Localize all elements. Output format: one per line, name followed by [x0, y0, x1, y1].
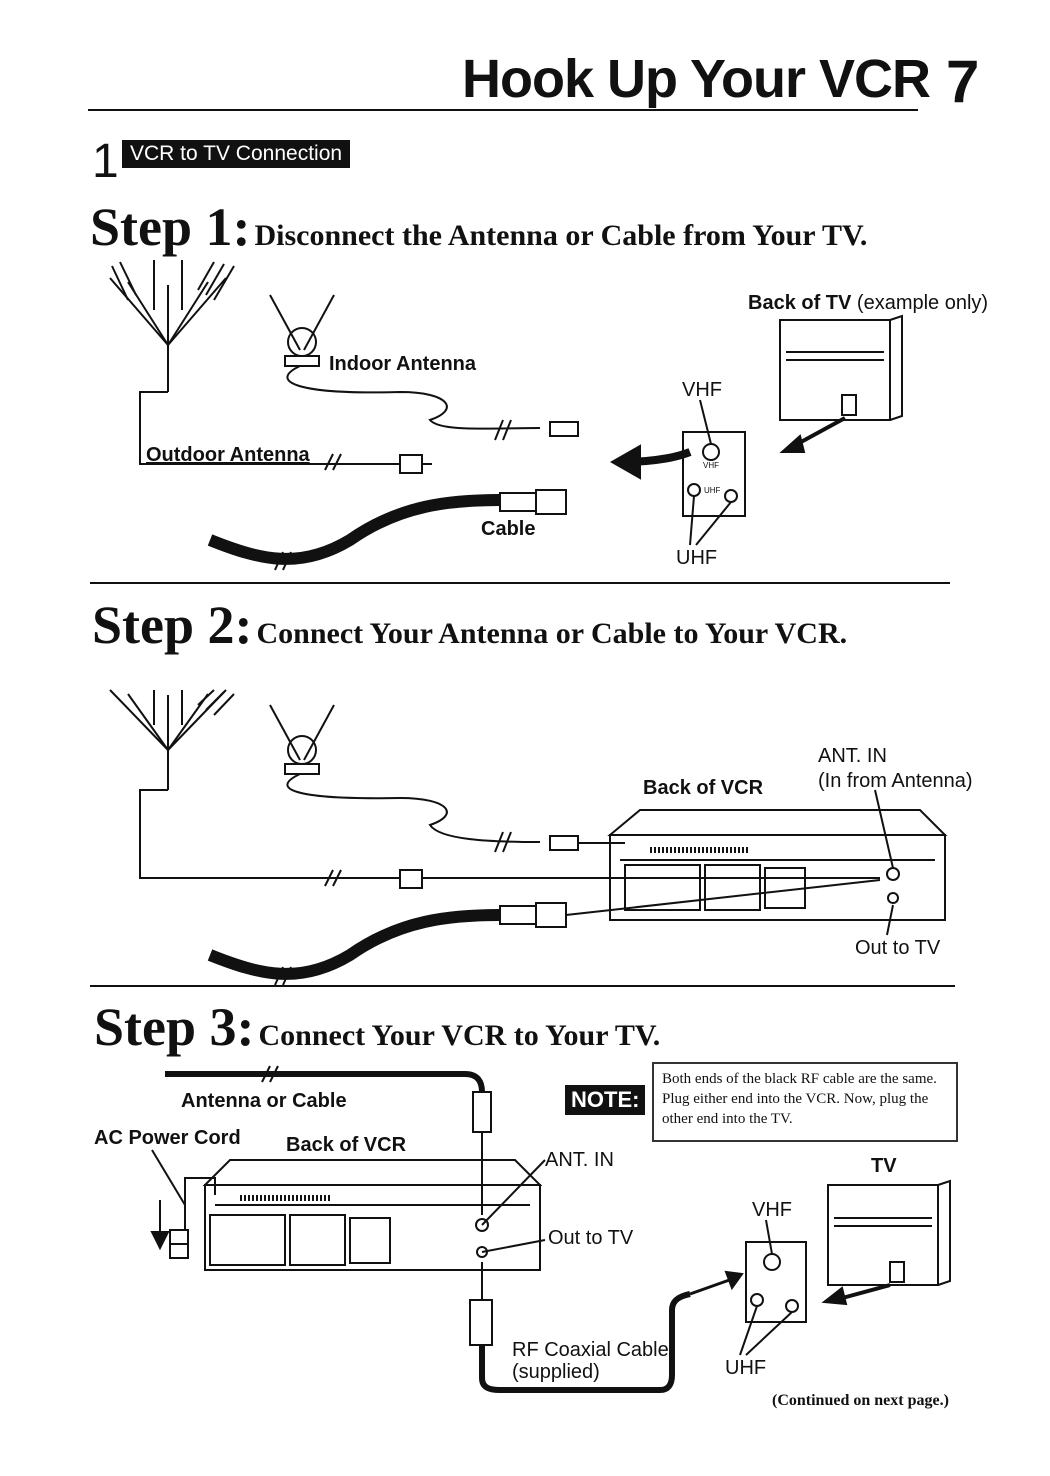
antenna-or-cable-label: Antenna or Cable [181, 1090, 347, 1112]
step1-title: Disconnect the Antenna or Cable from You… [254, 219, 868, 252]
page-number: 7 [946, 48, 980, 115]
step2-indoor-antenna-icon [269, 704, 335, 775]
step3-antenna-lead [165, 1071, 485, 1093]
supplied-label: (supplied) [512, 1361, 600, 1383]
step3-vcr-back-icon [202, 1159, 543, 1271]
step1-outdoor-antenna-icon [109, 260, 235, 392]
step3-out-to-tv-label: Out to TV [548, 1227, 634, 1249]
step2-back-of-vcr-label: Back of VCR [643, 777, 764, 799]
step1-tv-back-icon [779, 314, 903, 421]
page-title: Hook Up Your VCR [462, 49, 931, 109]
step3-back-of-vcr-label: Back of VCR [286, 1134, 407, 1156]
ac-power-cord-label: AC Power Cord [94, 1127, 241, 1149]
step3-rf-cable [479, 1291, 691, 1393]
section-badge: VCR to TV Connection [122, 140, 351, 168]
step1-cable-line [207, 494, 501, 565]
step1-label: Step 1: [90, 197, 251, 257]
step1-outdoor-lead [139, 391, 320, 465]
step3-label: Step 3: [94, 997, 255, 1057]
note-text: Both ends of the black RF cable are the … [652, 1062, 958, 1142]
rf-coaxial-cable-label: RF Coaxial Cable [512, 1339, 669, 1361]
cable-label: Cable [481, 518, 536, 540]
example-only-label: (example only) [856, 292, 989, 314]
step3-terminal-panel [739, 1219, 807, 1356]
step2-ant-in-label: ANT. IN [818, 745, 887, 767]
note-badge: NOTE: [565, 1085, 646, 1115]
step1-indoor-lead [286, 365, 541, 430]
step1-indoor-antenna-icon [269, 294, 335, 367]
step2-outdoor-antenna-icon [109, 689, 235, 790]
tv-label: TV [871, 1155, 897, 1177]
section-number: 1 [92, 135, 119, 188]
continued-note: (Continued on next page.) [772, 1392, 949, 1409]
step1-outdoor-plug [399, 454, 423, 474]
step2-out-to-tv-label: Out to TV [855, 937, 941, 959]
back-of-tv-label: Back of TV [748, 292, 852, 314]
step2-vcr-back-icon [607, 809, 948, 921]
step2-heading: Step 2: Connect Your Antenna or Cable to… [92, 598, 847, 652]
step3-title: Connect Your VCR to Your TV. [258, 1019, 661, 1052]
step3-ac-power-cord [150, 1149, 216, 1259]
indoor-antenna-label: Indoor Antenna [329, 353, 477, 375]
step3-ant-in-label: ANT. IN [545, 1149, 614, 1171]
in-from-antenna-label: (In from Antenna) [818, 770, 973, 792]
panel-uhf-label: UHF [704, 486, 721, 495]
step3-vhf-label: VHF [752, 1199, 792, 1221]
step1-vhf-label: VHF [682, 379, 722, 401]
step1-indoor-plug [549, 421, 579, 437]
panel-vhf-label: VHF [703, 461, 719, 470]
step1-heading: Step 1: Disconnect the Antenna or Cable … [90, 200, 867, 254]
step1-uhf-label: UHF [676, 547, 718, 569]
step3-heading: Step 3: Connect Your VCR to Your TV. [94, 1000, 660, 1054]
step2-title: Connect Your Antenna or Cable to Your VC… [256, 617, 848, 650]
header-rule [88, 109, 918, 111]
step3-rf-plug [469, 1299, 493, 1346]
outdoor-antenna-label: Outdoor Antenna [146, 444, 310, 466]
step3-uhf-label: UHF [725, 1357, 767, 1379]
step1-terminal-panel [682, 399, 746, 546]
step3-tv-back-icon [827, 1179, 951, 1286]
step2-label: Step 2: [92, 595, 253, 655]
